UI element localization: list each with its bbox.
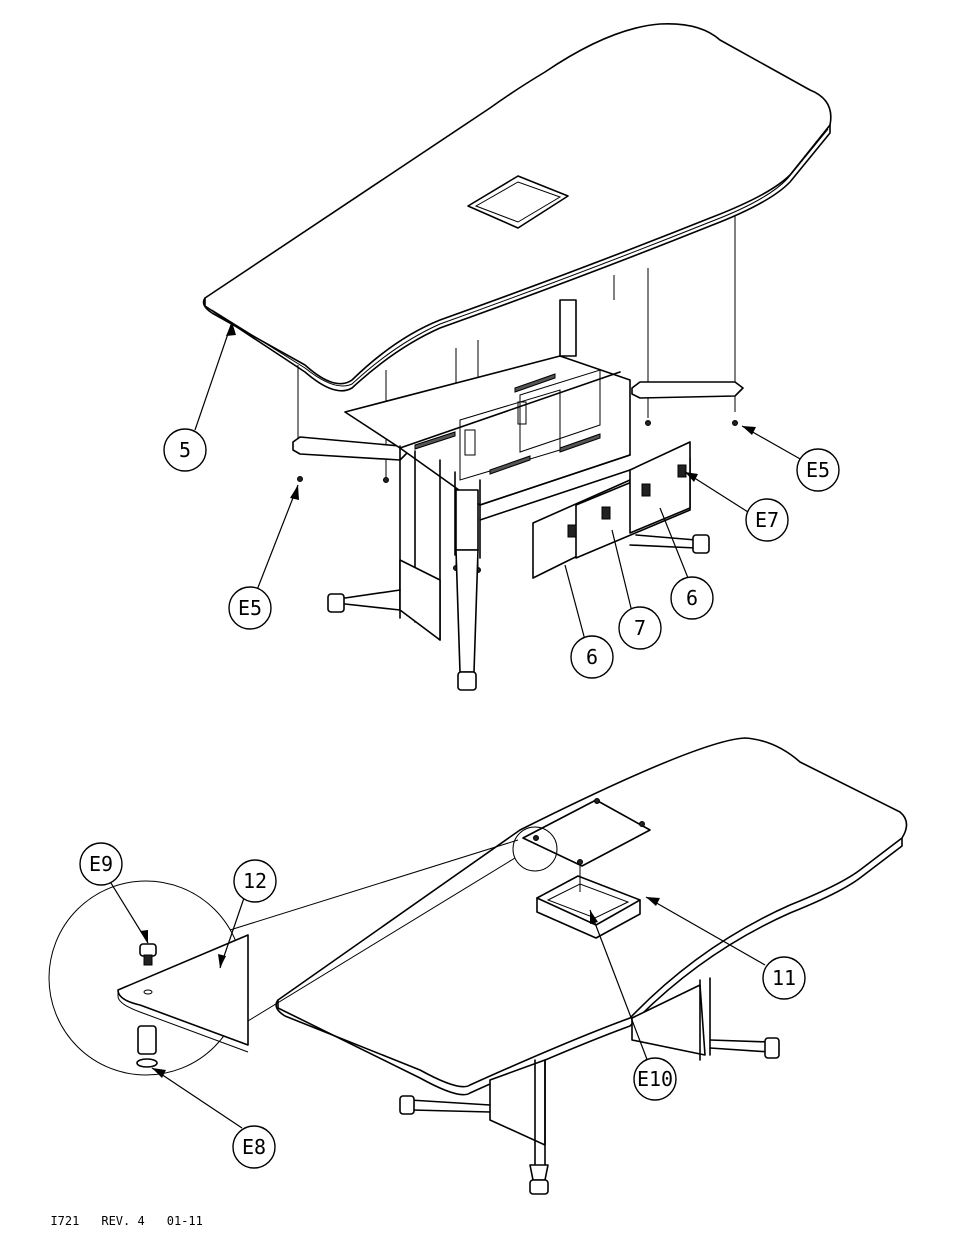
callout-6-right: 6 xyxy=(671,577,713,619)
table-top xyxy=(204,24,831,391)
frame-structure xyxy=(345,300,630,640)
callout-11: 11 xyxy=(763,957,805,999)
callout-e5-left-label: E5 xyxy=(238,596,262,620)
callout-6-left-label: 6 xyxy=(586,645,598,669)
exploded-table-assembly xyxy=(195,24,831,690)
part-number: I721 xyxy=(50,1214,79,1228)
callout-e10: E10 xyxy=(634,1058,676,1100)
callout-e8: E8 xyxy=(233,1126,275,1168)
callout-5-label: 5 xyxy=(179,438,191,462)
callout-e9: E9 xyxy=(80,843,122,885)
callout-6-right-label: 6 xyxy=(686,586,698,610)
callout-e7: E7 xyxy=(746,499,788,541)
callout-e5-right-label: E5 xyxy=(806,458,830,482)
callout-6-left: 6 xyxy=(571,636,613,678)
drawing-footer: I721 REV. 4 01-11 xyxy=(36,1200,225,1228)
revision: REV. 4 xyxy=(101,1214,144,1228)
callout-e5-left: E5 xyxy=(229,587,271,629)
callout-e7-label: E7 xyxy=(755,508,779,532)
callout-e10-label: E10 xyxy=(637,1067,673,1091)
callout-12: 12 xyxy=(234,860,276,902)
callout-11-label: 11 xyxy=(772,966,796,990)
callout-e5-right: E5 xyxy=(797,449,839,491)
callout-e9-label: E9 xyxy=(89,852,113,876)
callout-5: 5 xyxy=(164,429,206,471)
callout-7: 7 xyxy=(619,607,661,649)
callout-e8-label: E8 xyxy=(242,1135,266,1159)
callout-7-label: 7 xyxy=(634,616,646,640)
callout-12-label: 12 xyxy=(243,869,267,893)
revision-date: 01-11 xyxy=(167,1214,203,1228)
